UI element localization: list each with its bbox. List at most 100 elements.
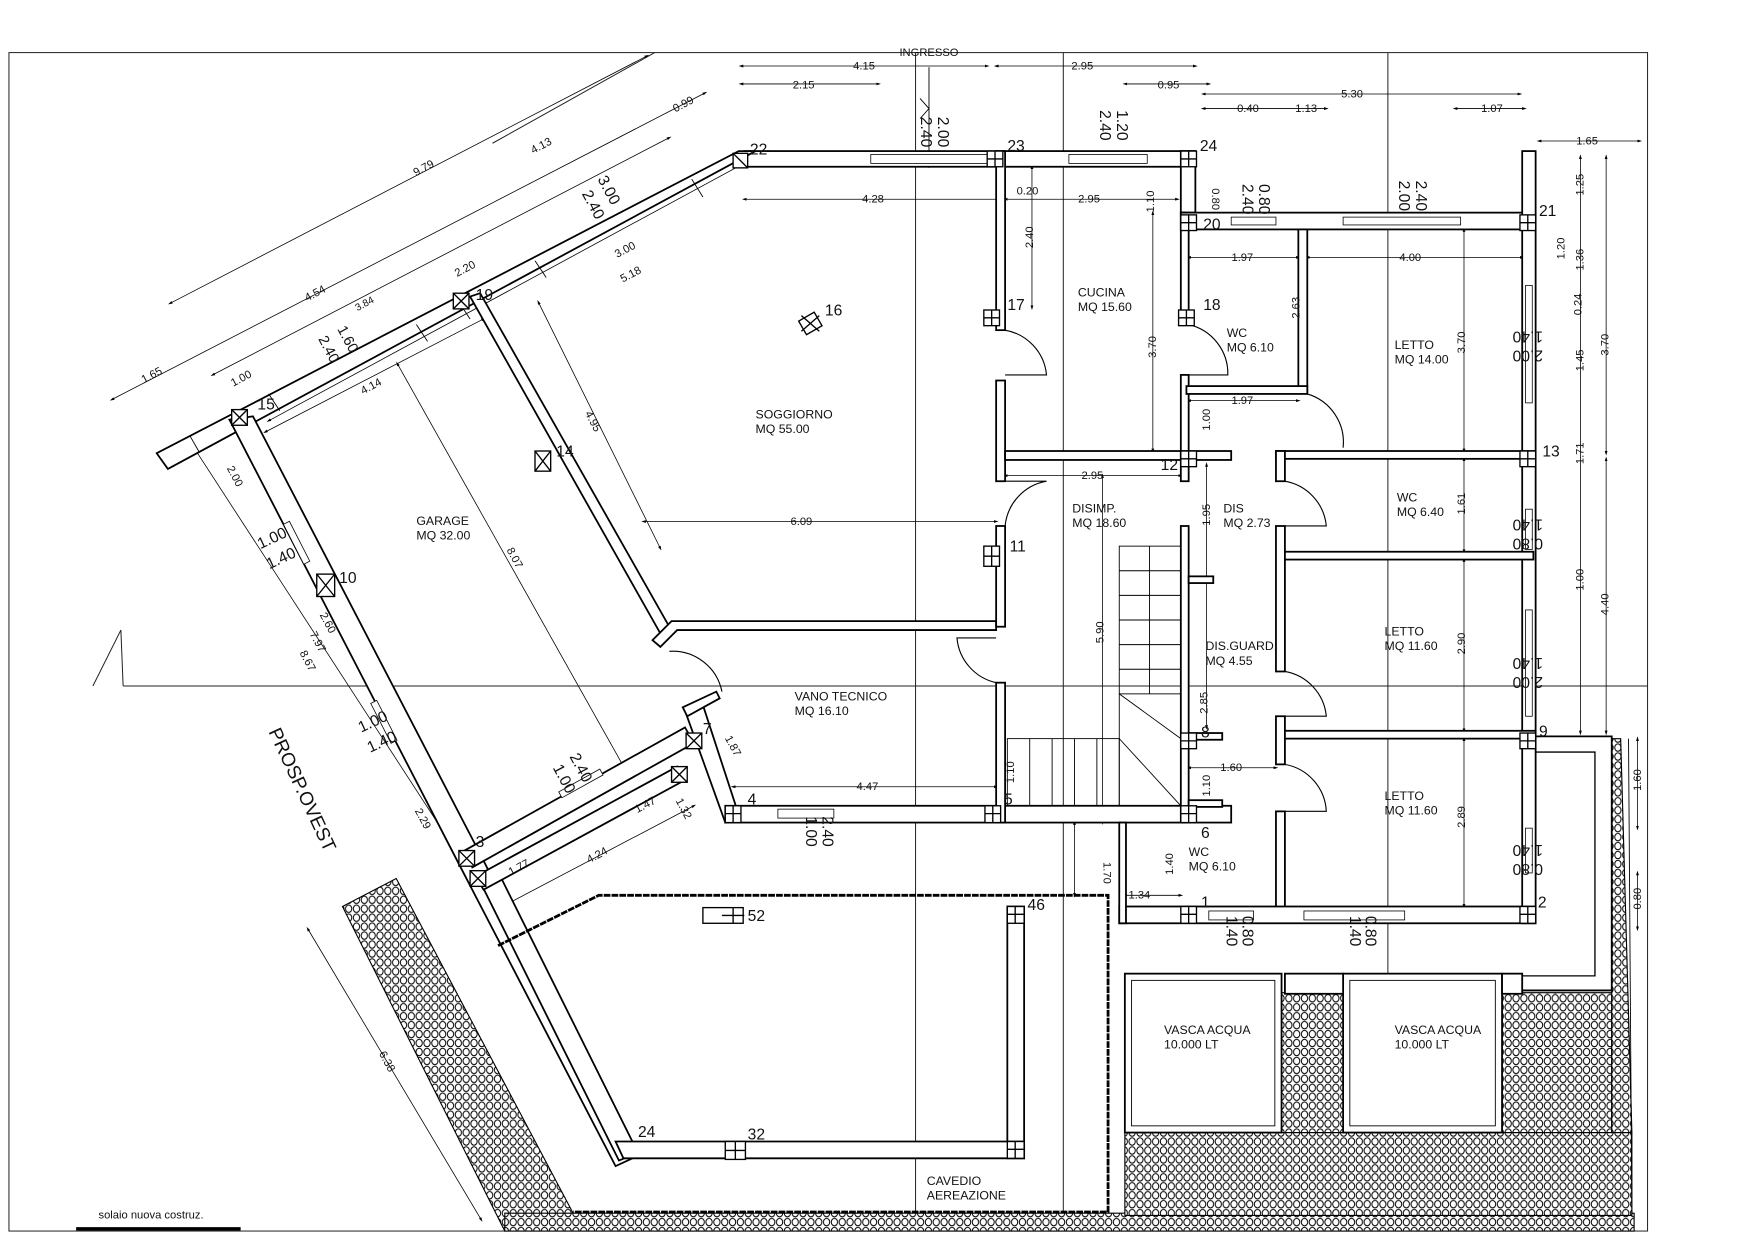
dimension-label: 2.00 (1395, 181, 1412, 212)
legend-label: solaio nuova costruz. (98, 1210, 203, 1222)
dimension-label: 1.61 (1456, 493, 1468, 515)
room-name: VASCA ACQUA (1395, 1023, 1482, 1037)
room-name: WC (1189, 845, 1210, 859)
dimension-label: 1.70 (1101, 862, 1113, 884)
room-name: DIS (1223, 502, 1244, 516)
point-number: 12 (1161, 457, 1178, 474)
dimension-label: 1.00 (229, 369, 254, 390)
point-number: 19 (476, 287, 493, 304)
point-number: 17 (1007, 297, 1024, 314)
dimension-label: 0.80 (1512, 860, 1543, 877)
room-name: LETTO (1385, 789, 1424, 803)
dimension-label: 0.80 (1512, 534, 1543, 551)
dimension-label: 1.07 (1481, 103, 1503, 115)
room-name: DISIMP. (1072, 502, 1116, 516)
dimension-label: 4.00 (1399, 252, 1421, 264)
door-swings (669, 324, 1344, 812)
dimension-label: 1.97 (1231, 252, 1253, 264)
point-number: 1 (1201, 895, 1210, 912)
dimension-label: 2.89 (1456, 806, 1468, 828)
dimension-label: 0.80 (1238, 916, 1255, 947)
point-number: 32 (748, 1126, 765, 1143)
room-area: MQ 6.40 (1397, 505, 1444, 519)
dimension-label: 1.00 (1201, 409, 1213, 431)
dimension-label: 1.10 (1201, 775, 1213, 797)
dimension-label: 1.87 (722, 734, 743, 759)
dimension-lines (109, 54, 1643, 1222)
dimension-label: 2.00 (934, 117, 951, 148)
point-number: 3 (476, 834, 485, 851)
dimension-label: 4.15 (853, 60, 875, 72)
room-area: MQ 18.60 (1072, 516, 1126, 530)
dimension-label: 1.00 (1575, 569, 1587, 591)
room-area: AEREAZIONE (927, 1189, 1006, 1203)
room-name: CAVEDIO (927, 1174, 981, 1188)
room-name: DIS.GUARD. (1205, 639, 1277, 653)
dimension-label: 2.85 (1199, 692, 1211, 714)
point-number: 46 (1027, 897, 1045, 914)
room-area: 10.000 LT (1164, 1038, 1219, 1052)
dimension-label: 1.40 (1223, 916, 1240, 947)
dimension-label: 1.40 (1512, 515, 1543, 532)
dimension-label: 1.10 (1005, 761, 1017, 783)
dimension-label: 2.95 (1071, 60, 1093, 72)
dimension-label: 0.95 (1158, 79, 1180, 91)
dimension-label: 1.20 (1556, 238, 1568, 260)
dimension-label: 2.00 (1512, 673, 1543, 690)
dimension-label: 7.97 (307, 630, 328, 655)
dimension-label: 0.20 (1017, 186, 1039, 198)
dimension-label: 1.40 (1512, 327, 1543, 344)
point-number: 5 (1004, 792, 1013, 809)
room-area: MQ 16.10 (795, 704, 849, 718)
room-name: VANO TECNICO (795, 690, 887, 704)
room-area: MQ 32.00 (416, 528, 470, 542)
dimension-label: 3.70 (1456, 332, 1468, 354)
dimension-label: 4.13 (529, 136, 554, 157)
dimension-label: 2.40 (819, 816, 836, 847)
point-number: 20 (1203, 216, 1221, 233)
point-number: 21 (1539, 203, 1556, 220)
room-area: MQ 11.60 (1385, 804, 1438, 818)
dimension-label: 2.90 (1456, 633, 1468, 655)
dimension-label: 1.71 (1575, 442, 1587, 464)
dimension-label: 1.40 (1346, 916, 1363, 947)
dimension-label: 1.10 (1145, 191, 1157, 213)
dimension-label: 1.60 (1220, 762, 1242, 774)
point-number: 24 (638, 1124, 656, 1141)
point-number: 7 (703, 721, 712, 738)
point-number: 6 (1201, 825, 1210, 842)
dimension-label: 2.40 (1238, 184, 1255, 215)
dimension-label: 4.95 (582, 409, 603, 434)
room-area: MQ 4.55 (1205, 654, 1252, 668)
point-number: 14 (556, 444, 574, 461)
dimension-label: 0.24 (1573, 294, 1585, 316)
room-name: WC (1227, 326, 1248, 340)
dimension-label: 2.40 (917, 117, 934, 148)
dimension-label: 0.99 (671, 94, 696, 115)
room-name: SOGGIORNO (756, 408, 833, 422)
room-name: CUCINA (1078, 286, 1126, 300)
dimension-label: 1.13 (1295, 103, 1317, 115)
walls (155, 150, 1633, 1216)
point-number: 8 (1201, 725, 1210, 742)
water-tank (1342, 972, 1503, 1134)
point-number: 11 (1010, 539, 1026, 556)
dimension-label: 4.54 (303, 284, 328, 305)
entrance-arrow-icon (919, 98, 930, 119)
dimension-label: 0.80 (1361, 916, 1378, 947)
pillars (231, 150, 1537, 1161)
dimension-label: 1.40 (1512, 841, 1543, 858)
dimension-label: 2.95 (1078, 194, 1100, 206)
dimension-label: 0.40 (1237, 103, 1259, 115)
point-number: 52 (748, 908, 765, 925)
point-number: 15 (257, 397, 275, 414)
water-tank (1123, 972, 1283, 1134)
dimension-label: 6.38 (376, 1049, 397, 1074)
room-name: WC (1397, 490, 1418, 504)
room-area: MQ 2.73 (1223, 516, 1270, 530)
room-area: MQ 15.60 (1078, 300, 1132, 314)
elevation-label: PROSP.OVEST (264, 725, 340, 856)
dimension-label: 2.63 (1290, 297, 1302, 319)
dimension-label: 1.34 (1129, 890, 1151, 902)
dimension-label: 1.60 (1632, 769, 1644, 791)
